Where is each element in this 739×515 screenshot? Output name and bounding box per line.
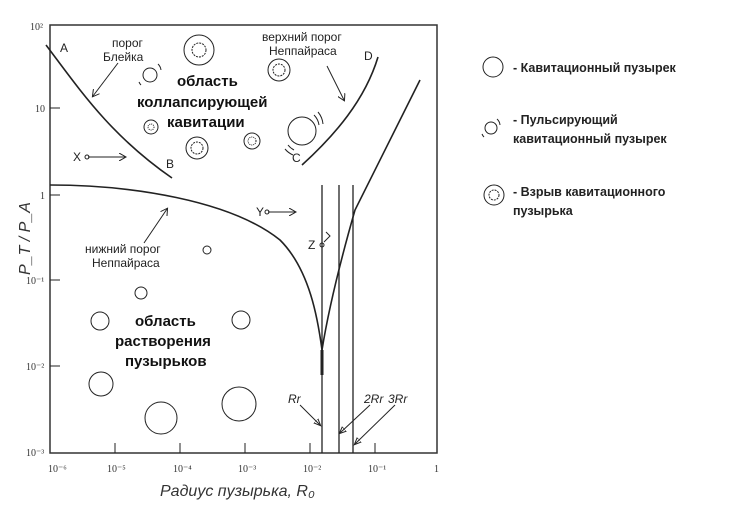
label-x: X — [73, 150, 81, 164]
bubble-icon — [144, 401, 178, 435]
legend-item: кавитационный пузырек — [513, 132, 667, 146]
bubble-icon — [134, 286, 148, 300]
x-tick: 10⁻⁴ — [173, 464, 192, 475]
bursting-bubble-icon — [243, 132, 261, 150]
x-tick: 10⁻² — [303, 464, 321, 475]
bubble-icon — [482, 56, 504, 78]
collapse-region-label: кавитации — [167, 114, 245, 131]
label-a: A — [60, 41, 68, 55]
y-axis-label: P_T / P_A — [17, 202, 34, 275]
bursting-bubble-icon — [143, 119, 159, 135]
blake-label: порог — [112, 36, 144, 50]
2rr-label: 2Rr — [363, 392, 384, 406]
x-tick: 10⁻³ — [238, 464, 256, 475]
bursting-bubble-icon — [483, 184, 505, 206]
collapse-region-label: область — [177, 73, 238, 90]
upper-neppiras-curve — [301, 56, 379, 166]
x-tick: 10⁻⁶ — [48, 464, 67, 475]
legend-item: - Взрыв кавитационного — [513, 185, 666, 199]
x-tick: 10⁻¹ — [368, 464, 386, 475]
lower-neppiras-curve — [49, 184, 323, 351]
plot-frame — [49, 24, 438, 454]
lower-neppiras-label: Неппайраса — [92, 256, 160, 270]
bursting-bubble-icon — [185, 136, 209, 160]
bubble-icon — [221, 386, 257, 422]
x-axis-label: Радиус пузырька, R₀ — [160, 483, 315, 500]
pulsing-bubble-icon — [287, 116, 317, 146]
x-axis: 10⁻⁶ 10⁻⁵ 10⁻⁴ 10⁻³ 10⁻² 10⁻¹ 1 Радиус п… — [48, 443, 439, 500]
label-c: C — [292, 151, 301, 165]
pulsing-bubble-icon — [484, 121, 498, 135]
rising-curve — [321, 79, 421, 351]
y-axis: 10² 10 1 10⁻¹ 10⁻² 10⁻³ P_T / P_A — [17, 22, 60, 459]
legend-item: - Кавитационный пузырек — [513, 61, 677, 75]
legend: - Кавитационный пузырек - Пульсирующий к… — [481, 56, 677, 218]
label-d: D — [364, 49, 373, 63]
y-tick: 10⁻¹ — [26, 276, 44, 287]
3rr-label: 3Rr — [388, 392, 408, 406]
blake-label: Блейка — [103, 50, 144, 64]
bursting-bubble-icon — [267, 58, 291, 82]
legend-item: - Пульсирующий — [513, 113, 618, 127]
bubble-icon — [90, 311, 110, 331]
bubbles — [88, 34, 324, 435]
upper-neppiras-label: верхний порог — [262, 30, 342, 44]
bubble-icon — [231, 310, 251, 330]
x-tick: 1 — [434, 464, 439, 475]
label-z: Z — [308, 238, 315, 252]
dissolve-region-label: растворения — [115, 333, 211, 350]
dissolve-region-label: область — [135, 313, 196, 330]
dissolve-region-label: пузырьков — [125, 353, 207, 370]
lower-neppiras-label: нижний порог — [85, 242, 161, 256]
bubble-icon — [88, 371, 114, 397]
y-tick: 10⁻³ — [26, 448, 44, 459]
label-y: Y — [256, 205, 264, 219]
y-tick: 10⁻² — [26, 362, 44, 373]
legend-item: пузырька — [513, 204, 574, 218]
blake-threshold-curve — [45, 44, 173, 179]
collapse-region-label: коллапсирующей — [137, 94, 267, 111]
bursting-bubble-icon — [183, 34, 215, 66]
upper-neppiras-label: Неппайраса — [269, 44, 337, 58]
label-b: B — [166, 157, 174, 171]
rr-label: Rr — [288, 392, 302, 406]
y-tick: 10² — [30, 22, 43, 33]
y-tick: 10 — [35, 104, 45, 115]
pulsing-bubble-icon — [142, 67, 158, 83]
bubble-icon — [202, 245, 212, 255]
x-tick: 10⁻⁵ — [107, 464, 126, 475]
y-tick: 1 — [40, 191, 45, 202]
